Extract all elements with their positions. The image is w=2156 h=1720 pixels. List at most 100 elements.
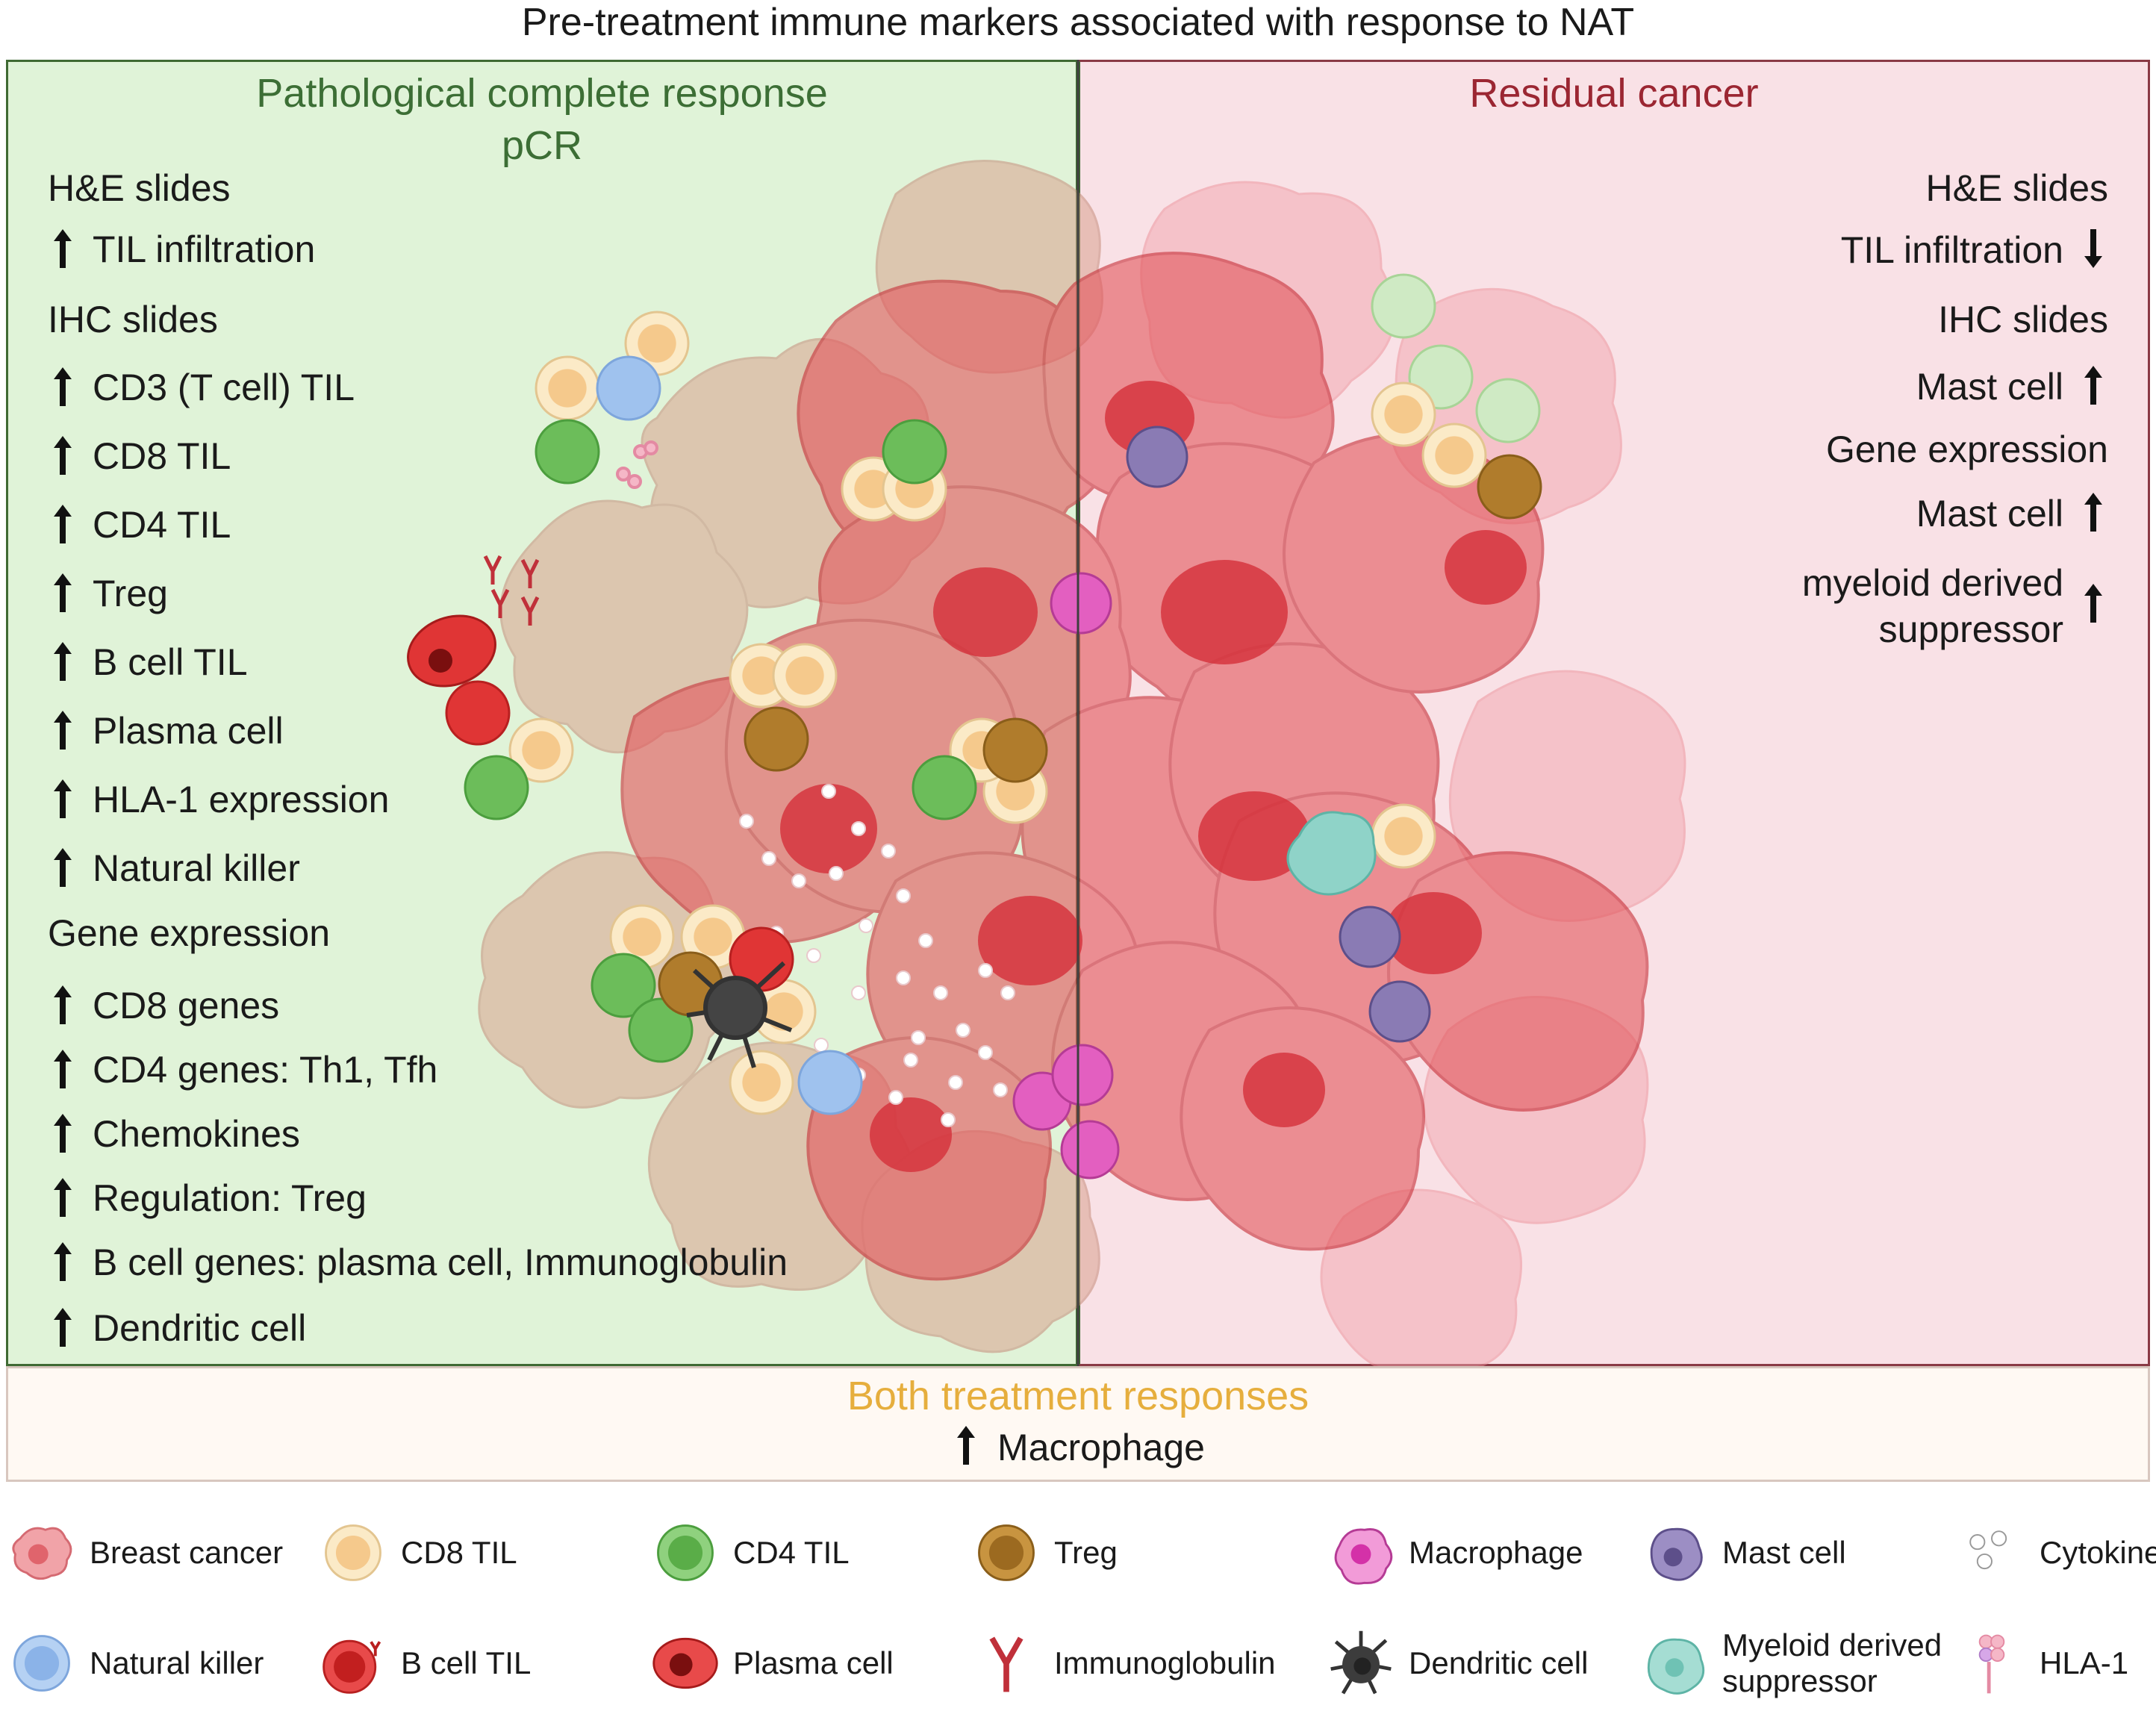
cytokine-icon bbox=[1969, 1530, 2007, 1570]
up-arrow-icon bbox=[54, 1050, 72, 1088]
marker-label: CD4 TIL bbox=[93, 504, 231, 546]
marker-label: Dendritic cell bbox=[93, 1307, 307, 1349]
legend-label: Treg bbox=[1054, 1535, 1118, 1570]
up-arrow-icon bbox=[54, 779, 72, 818]
pcr-title-line1: Pathological complete response bbox=[256, 71, 828, 116]
marker-item: Chemokines bbox=[48, 1112, 300, 1156]
marker-label: Mast cell bbox=[1916, 366, 2063, 408]
immunoglobulin bbox=[483, 555, 540, 626]
marker-label: TIL infiltration bbox=[93, 228, 316, 270]
down-arrow-icon bbox=[2084, 229, 2102, 268]
cytokines bbox=[739, 784, 1015, 1127]
up-arrow-icon bbox=[54, 229, 72, 268]
marker-item: CD4 TIL bbox=[48, 503, 231, 546]
pcr-panel-title: Pathological complete response pCR bbox=[6, 67, 1078, 172]
hla-1 bbox=[616, 440, 658, 489]
up-arrow-icon bbox=[957, 1426, 976, 1465]
up-arrow-icon bbox=[54, 1308, 72, 1347]
up-arrow-icon bbox=[54, 642, 72, 681]
legend-label: Immunoglobulin bbox=[1054, 1645, 1276, 1680]
both-item-label: Macrophage bbox=[997, 1427, 1205, 1468]
up-arrow-icon bbox=[54, 848, 72, 887]
marker-item: CD8 TIL bbox=[48, 434, 231, 478]
myeloid-derived-suppressor bbox=[1286, 811, 1377, 896]
marker-label: HLA-1 expression bbox=[93, 779, 390, 820]
legend-label-line1: Myeloid derived bbox=[1722, 1627, 1942, 1663]
mast-cell bbox=[1126, 426, 1431, 1043]
legend-label: Mast cell bbox=[1722, 1535, 1846, 1570]
marker-item: Plasma cell bbox=[48, 709, 284, 752]
marker-label: Regulation: Treg bbox=[93, 1177, 367, 1219]
marker-label: CD4 genes: Th1, Tfh bbox=[93, 1049, 438, 1091]
macrophage bbox=[1012, 572, 1120, 1180]
b-cell bbox=[445, 680, 794, 992]
macrophage-icon bbox=[1334, 1528, 1393, 1585]
up-arrow-icon bbox=[54, 505, 72, 543]
marker-label: CD8 TIL bbox=[93, 435, 231, 477]
legend-label: Cytokine bbox=[2040, 1535, 2156, 1570]
natural-killer-icon bbox=[13, 1635, 70, 1692]
marker-item: CD8 genes bbox=[48, 984, 279, 1027]
up-arrow-icon bbox=[54, 367, 72, 406]
cd8-til-icon bbox=[325, 1524, 381, 1581]
section-heading: Gene expression bbox=[48, 912, 331, 954]
immunoglobulin-icon bbox=[989, 1636, 1024, 1692]
legend-label: B cell TIL bbox=[401, 1645, 532, 1680]
dendritic-cell-icon bbox=[1330, 1630, 1392, 1695]
plasma-cell-icon bbox=[652, 1637, 718, 1689]
legend-label: Breast cancer bbox=[90, 1535, 284, 1570]
marker-label: B cell genes: plasma cell, Immunoglobuli… bbox=[93, 1241, 788, 1283]
plasma-cell bbox=[407, 614, 496, 688]
cd4-til bbox=[464, 419, 977, 1063]
marker-item: Natural killer bbox=[48, 847, 300, 890]
marker-item: Mast cell bbox=[1916, 491, 2108, 536]
section-heading: IHC slides bbox=[1938, 299, 2108, 340]
legend-label-line2: suppressor bbox=[1722, 1663, 1878, 1698]
section-heading: IHC slides bbox=[48, 299, 218, 340]
marker-label-line2: suppressor bbox=[1878, 608, 2063, 650]
marker-label: Treg bbox=[93, 573, 168, 614]
hla-1-icon bbox=[1978, 1634, 2005, 1694]
marker-label: B cell TIL bbox=[93, 641, 248, 683]
nk-cell bbox=[596, 355, 863, 1115]
pcr-title-line2: pCR bbox=[501, 123, 583, 168]
treg bbox=[1477, 454, 1542, 520]
up-arrow-icon bbox=[2084, 493, 2102, 532]
section-heading: H&E slides bbox=[48, 167, 231, 209]
up-arrow-icon bbox=[54, 711, 72, 750]
marker-label: TIL infiltration bbox=[1840, 229, 2063, 271]
up-arrow-icon bbox=[2084, 366, 2102, 405]
marker-item: Regulation: Treg bbox=[48, 1177, 367, 1220]
legend-label: Natural killer bbox=[90, 1645, 264, 1680]
up-arrow-icon bbox=[54, 436, 72, 475]
marker-item: B cell TIL bbox=[48, 641, 248, 684]
marker-label: Mast cell bbox=[1916, 493, 2063, 535]
section-heading: H&E slides bbox=[1925, 167, 2108, 209]
both-responses-title: Both treatment responses bbox=[847, 1374, 1309, 1418]
b-cell-til-icon bbox=[323, 1639, 381, 1694]
cd8-til bbox=[1371, 381, 1487, 869]
marker-label: Chemokines bbox=[93, 1113, 300, 1155]
marker-label: CD8 genes bbox=[93, 985, 280, 1026]
marker-item: Mast cell bbox=[1916, 364, 2108, 409]
marker-item: CD4 genes: Th1, Tfh bbox=[48, 1048, 437, 1091]
cd8-til bbox=[508, 311, 1048, 1115]
figure-title: Pre-treatment immune markers associated … bbox=[521, 1, 1635, 44]
marker-label-line1: myeloid derived bbox=[1801, 562, 2063, 604]
myeloid-derived-suppressor-icon bbox=[1648, 1638, 1705, 1695]
up-arrow-icon bbox=[54, 1114, 72, 1153]
tumor-cells bbox=[478, 160, 1686, 1378]
marker-item: TIL infiltration bbox=[48, 228, 315, 271]
legend-label: CD8 TIL bbox=[401, 1535, 517, 1570]
cd4-til-icon bbox=[657, 1524, 714, 1581]
both-responses-panel bbox=[6, 1366, 2150, 1482]
dendritic-cell bbox=[686, 961, 793, 1068]
marker-item: TIL infiltration bbox=[1841, 228, 2108, 272]
mast-cell-icon bbox=[1650, 1527, 1703, 1581]
